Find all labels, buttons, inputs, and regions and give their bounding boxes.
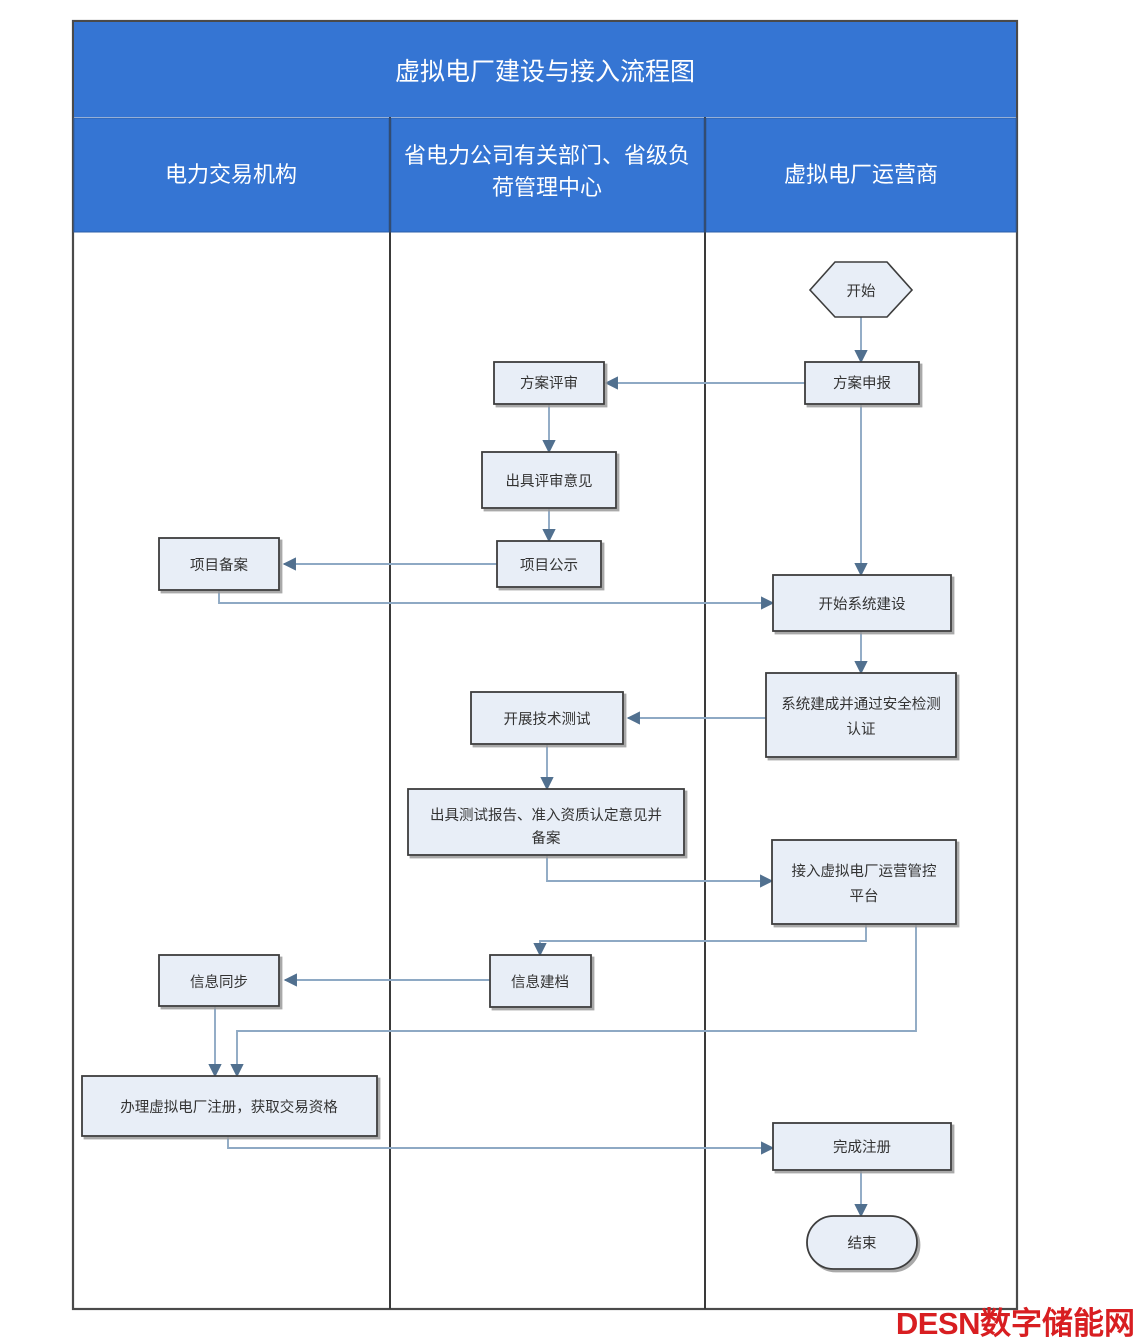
node-system-build-label: 开始系统建设 xyxy=(819,596,906,613)
node-project-filing-shape xyxy=(158,537,280,591)
edge-test-report-to-platform-access xyxy=(546,855,774,888)
lane-header-bg-provincial xyxy=(390,117,705,233)
edge-platform-access-to-info-archive xyxy=(533,924,867,957)
node-review-opinion-label: 出具评审意见 xyxy=(506,472,593,490)
node-plan-review-shape xyxy=(493,361,605,405)
lane-label-provincial-line2: 荷管理中心 xyxy=(492,175,602,200)
node-register-done-label: 完成注册 xyxy=(833,1139,891,1156)
node-platform-access-shape xyxy=(771,839,957,925)
node-start[interactable]: 开始 xyxy=(808,261,914,318)
node-platform-access[interactable]: 接入虚拟电厂运营管控 平台 xyxy=(771,839,957,925)
node-info-archive[interactable]: 信息建档 xyxy=(489,954,592,1008)
node-start-shape xyxy=(808,261,914,318)
node-register-done[interactable]: 完成注册 xyxy=(772,1122,952,1171)
lane-header-row: 电力交易机构 省电力公司有关部门、省级负 荷管理中心 虚拟电厂运营商 xyxy=(73,117,1017,233)
node-platform-access-label-line1: 接入虚拟电厂运营管控 xyxy=(792,863,937,880)
watermark-brand: DESN xyxy=(895,1306,981,1341)
edge-platform-access-to-vpp-register xyxy=(230,924,917,1078)
lane-header-bg-operator xyxy=(705,117,1017,233)
node-end[interactable]: 结束 xyxy=(806,1215,918,1270)
node-system-complete-label-line2: 认证 xyxy=(847,721,876,738)
node-review-opinion[interactable]: 出具评审意见 xyxy=(481,451,617,509)
watermark: DESN数字储能网 xyxy=(896,1308,1135,1340)
node-info-archive-label: 信息建档 xyxy=(511,974,569,991)
node-register-done-shape xyxy=(772,1122,952,1171)
node-system-build[interactable]: 开始系统建设 xyxy=(772,574,952,632)
node-info-sync-label: 信息同步 xyxy=(190,974,248,991)
node-vpp-register[interactable]: 办理虚拟电厂注册，获取交易资格 xyxy=(81,1075,378,1137)
node-end-shape xyxy=(806,1215,918,1270)
node-project-publish[interactable]: 项目公示 xyxy=(496,540,602,588)
node-system-complete-label-line1: 系统建成并通过安全检测 xyxy=(781,695,941,713)
node-plan-review[interactable]: 方案评审 xyxy=(493,361,605,405)
node-test-report[interactable]: 出具测试报告、准入资质认定意见并 备案 xyxy=(407,788,685,856)
lane-header-bg-trading xyxy=(73,117,390,233)
node-tech-test[interactable]: 开展技术测试 xyxy=(470,691,624,745)
node-plan-submit-shape xyxy=(804,361,920,405)
lane-label-operator: 虚拟电厂运营商 xyxy=(784,162,938,187)
node-info-sync[interactable]: 信息同步 xyxy=(158,954,280,1007)
node-system-complete-shape xyxy=(765,672,957,758)
node-test-report-label-line2: 备案 xyxy=(532,829,561,847)
node-project-filing[interactable]: 项目备案 xyxy=(158,537,280,591)
node-plan-review-label: 方案评审 xyxy=(520,374,578,392)
node-project-filing-label: 项目备案 xyxy=(190,556,248,574)
node-system-build-shape xyxy=(772,574,952,632)
node-platform-access-label-line2: 平台 xyxy=(850,888,879,905)
node-vpp-register-label: 办理虚拟电厂注册，获取交易资格 xyxy=(120,1098,338,1116)
node-test-report-label-line1: 出具测试报告、准入资质认定意见并 xyxy=(430,806,662,824)
node-plan-submit[interactable]: 方案申报 xyxy=(804,361,920,405)
node-tech-test-label: 开展技术测试 xyxy=(504,711,591,728)
diagram-title-bar: 虚拟电厂建设与接入流程图 xyxy=(74,22,1016,117)
watermark-name: 数字储能网 xyxy=(980,1306,1135,1342)
page-title: 虚拟电厂建设与接入流程图 xyxy=(395,58,695,86)
node-plan-submit-label: 方案申报 xyxy=(833,374,891,392)
node-tech-test-shape xyxy=(470,691,624,745)
title-bar-bg xyxy=(74,22,1016,117)
node-info-archive-shape xyxy=(489,954,592,1008)
node-system-complete[interactable]: 系统建成并通过安全检测 认证 xyxy=(765,672,957,758)
edge-project-filing-to-system-build xyxy=(218,590,775,610)
node-test-report-shape xyxy=(407,788,685,856)
edge-vpp-register-to-register-done xyxy=(227,1136,775,1155)
node-info-sync-shape xyxy=(158,954,280,1007)
lane-label-provincial-line1: 省电力公司有关部门、省级负 xyxy=(404,143,690,168)
connector-layer xyxy=(208,317,917,1218)
node-start-label: 开始 xyxy=(847,283,876,300)
node-project-publish-label: 项目公示 xyxy=(520,558,578,574)
node-review-opinion-shape xyxy=(481,451,617,509)
lane-label-trading: 电力交易机构 xyxy=(165,162,297,187)
node-vpp-register-shape xyxy=(81,1075,378,1137)
node-project-publish-shape xyxy=(496,540,602,588)
node-end-label: 结束 xyxy=(848,1235,877,1252)
